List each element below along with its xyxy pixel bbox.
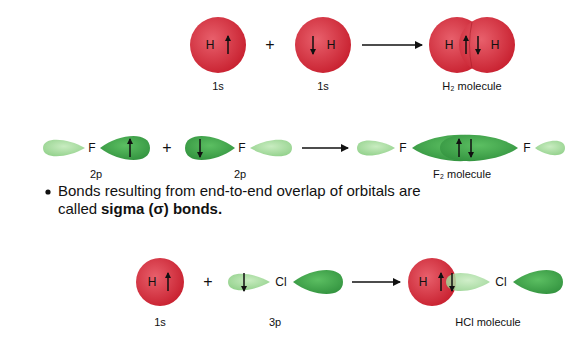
- s-orbital: [295, 17, 351, 73]
- molecule-label: H₂ molecule: [442, 81, 501, 92]
- p-orbital-lobe: [446, 273, 490, 291]
- atom-symbol: H: [445, 39, 454, 51]
- plus-sign: +: [203, 274, 212, 290]
- molecule-label: F₂ molecule: [433, 169, 491, 180]
- orbital-label: 1s: [212, 81, 224, 92]
- atom-symbol: Cl: [275, 276, 286, 288]
- atom-symbol: F: [399, 142, 406, 154]
- overlap-seam: [470, 22, 473, 68]
- electron-spin: [129, 139, 131, 157]
- bullet-text: Bonds resulting from end-to-end overlap …: [58, 182, 488, 218]
- electron-spin: [451, 273, 453, 291]
- s-orbital: [190, 17, 246, 73]
- p-orbital-lobe: [293, 270, 343, 294]
- electron-spin: [243, 273, 245, 291]
- electron-spin: [458, 139, 460, 157]
- orbital-label: 1s: [317, 81, 329, 92]
- s-orbital: [459, 17, 515, 73]
- plus-sign: +: [265, 37, 274, 53]
- atom-symbol: F: [523, 142, 530, 154]
- orbital-label: 2p: [90, 169, 102, 180]
- atom-symbol: H: [206, 39, 215, 51]
- atom-symbol: F: [238, 142, 245, 154]
- p-orbital-lobe: [535, 141, 565, 155]
- atom-symbol: F: [88, 142, 95, 154]
- bullet: [45, 189, 50, 194]
- p-orbital-lobe: [43, 140, 85, 157]
- s-orbital: [136, 258, 184, 306]
- plus-sign: +: [162, 140, 171, 156]
- atom-symbol: H: [327, 39, 336, 51]
- electron-spin: [477, 36, 479, 54]
- electron-spin: [199, 139, 201, 157]
- electron-spin: [312, 36, 314, 54]
- atom-symbol: H: [419, 276, 428, 288]
- p-orbital-lobe: [250, 140, 292, 157]
- electron-spin: [470, 139, 472, 157]
- reaction-arrow: [362, 44, 422, 46]
- orbital-label: 3p: [269, 317, 281, 328]
- electron-spin: [227, 36, 229, 54]
- p-orbital-lobe: [185, 136, 235, 160]
- electron-spin: [465, 36, 467, 54]
- p-orbital-lobe: [100, 136, 150, 160]
- term-bold: sigma (σ) bonds.: [101, 200, 222, 217]
- electron-spin: [167, 273, 169, 291]
- reaction-arrow: [352, 281, 400, 283]
- orbital-label: 2p: [234, 169, 246, 180]
- electron-spin: [440, 273, 442, 291]
- p-orbital-lobe: [513, 270, 563, 294]
- atom-symbol: H: [491, 39, 500, 51]
- atom-symbol: Cl: [495, 276, 506, 288]
- atom-symbol: H: [148, 276, 157, 288]
- orbital-label: 1s: [154, 317, 166, 328]
- p-orbital-lobe: [228, 274, 270, 291]
- p-orbital-lobe: [440, 135, 518, 161]
- molecule-label: HCl molecule: [455, 317, 520, 328]
- reaction-arrow: [302, 147, 348, 149]
- p-orbital-lobe: [357, 140, 395, 155]
